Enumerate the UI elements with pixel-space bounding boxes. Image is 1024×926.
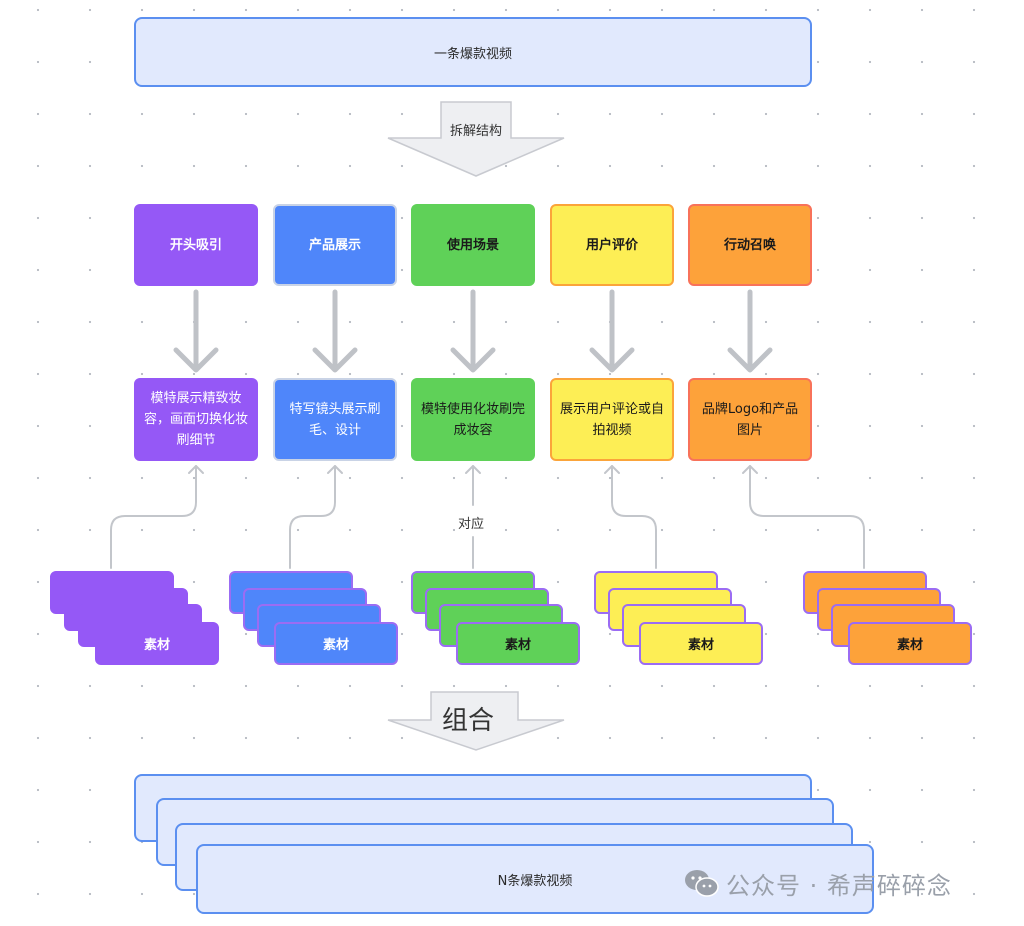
- category-box-5: 行动召唤: [688, 204, 812, 286]
- description-text: 品牌Logo和产品图片: [701, 401, 799, 438]
- description-box-1: 模特展示精致妆容，画面切换化妆刷细节: [134, 378, 258, 461]
- description-box-3: 模特使用化妆刷完成妆容: [411, 378, 535, 461]
- watermark: 公众号 · 希声碎碎念: [684, 866, 952, 901]
- category-box-3: 使用场景: [411, 204, 535, 286]
- description-text: 模特使用化妆刷完成妆容: [420, 401, 525, 438]
- wechat-icon: [685, 869, 719, 897]
- combine-arrow-label: 组合: [441, 706, 494, 736]
- material-card: 素材: [639, 622, 763, 665]
- feed-arrow-1: [110, 465, 204, 569]
- category-title: 用户评价: [585, 237, 638, 253]
- category-box-1: 开头吸引: [134, 204, 258, 286]
- down-arrow-4: [589, 289, 635, 373]
- description-box-2: 特写镜头展示刷毛、设计: [273, 378, 397, 461]
- category-title: 开头吸引: [169, 237, 222, 253]
- down-arrow-1: [173, 289, 219, 373]
- material-card: 素材: [274, 622, 398, 665]
- material-label: 素材: [143, 638, 170, 653]
- category-title: 行动召唤: [723, 237, 776, 253]
- category-title: 使用场景: [446, 237, 499, 253]
- material-label: 素材: [322, 638, 349, 653]
- combine-arrow: [387, 691, 565, 751]
- top-video-box: 一条爆款视频: [134, 17, 812, 87]
- decompose-arrow-label: 拆解结构: [449, 124, 502, 139]
- material-card: 素材: [95, 622, 219, 665]
- feed-arrow-5: [742, 465, 865, 569]
- material-label: 素材: [504, 638, 531, 653]
- bottom-video-label: N条爆款视频: [497, 873, 573, 889]
- description-text: 展示用户评论或自拍视频: [559, 401, 664, 438]
- category-box-2: 产品展示: [273, 204, 397, 286]
- feed-arrow-2: [289, 465, 343, 569]
- bottom-video-card-4: N条爆款视频: [196, 844, 874, 914]
- correspond-label: 对应: [455, 511, 488, 534]
- down-arrow-2: [312, 289, 358, 373]
- watermark-text: 公众号 · 希声碎碎念: [726, 872, 952, 900]
- material-label: 素材: [687, 638, 714, 653]
- material-card: 素材: [848, 622, 972, 665]
- material-label: 素材: [896, 638, 923, 653]
- description-box-5: 品牌Logo和产品图片: [688, 378, 812, 461]
- decompose-arrow: [387, 101, 565, 177]
- description-text: 特写镜头展示刷毛、设计: [289, 401, 381, 438]
- feed-arrow-4: [604, 465, 657, 569]
- description-box-4: 展示用户评论或自拍视频: [550, 378, 674, 461]
- category-box-4: 用户评价: [550, 204, 674, 286]
- down-arrow-5: [727, 289, 773, 373]
- down-arrow-3: [450, 289, 496, 373]
- category-title: 产品展示: [308, 237, 361, 253]
- top-video-label: 一条爆款视频: [433, 46, 512, 62]
- material-card: 素材: [456, 622, 580, 665]
- description-text: 模特展示精致妆容，画面切换化妆刷细节: [143, 391, 248, 448]
